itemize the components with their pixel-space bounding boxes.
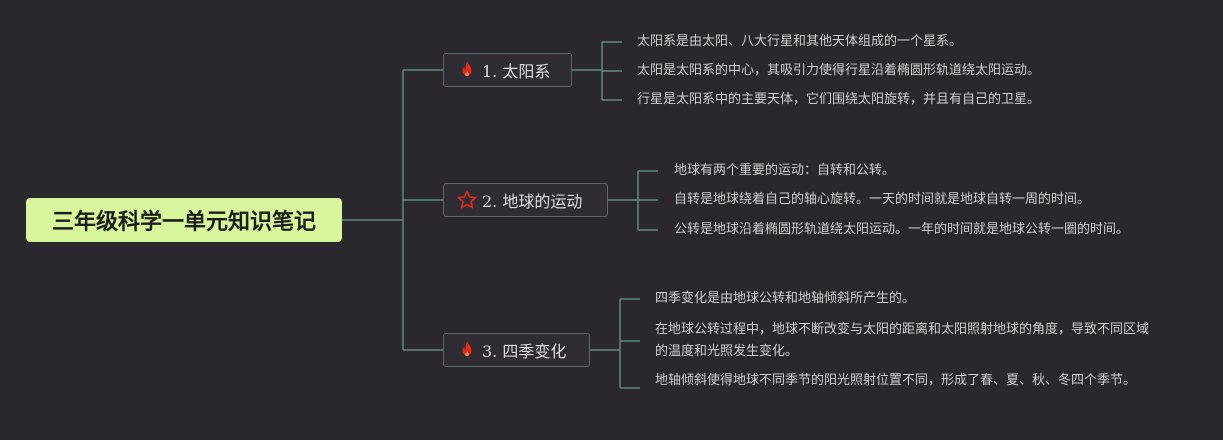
- fire-icon: [456, 339, 478, 361]
- leaf-item: 行星是太阳系中的主要天体，它们围绕太阳旋转，并且有自己的卫星。: [637, 92, 1041, 107]
- leaf-item: 太阳是太阳系的中心，其吸引力使得行星沿着椭圆形轨道绕太阳运动。: [637, 63, 1041, 78]
- root-node[interactable]: 三年级科学一单元知识笔记: [26, 198, 342, 242]
- leaf-item: 公转是地球沿着椭圆形轨道绕太阳运动。一年的时间就是地球公转一圈的时间。: [674, 222, 1130, 237]
- fire-icon: [456, 59, 478, 81]
- leaf-item: 太阳系是由太阳、八大行星和其他天体组成的一个星系。: [637, 34, 963, 49]
- topic-label: 3. 四季变化: [482, 342, 567, 361]
- leaf-item: 在地球公转过程中，地球不断改变与太阳的距离和太阳照射地球的角度，导致不同区域的温…: [655, 322, 1150, 359]
- leaf-item: 四季变化是由地球公转和地轴倾斜所产生的。: [655, 291, 916, 306]
- leaf-item: 地轴倾斜使得地球不同季节的阳光照射位置不同，形成了春、夏、秋、冬四个季节。: [655, 373, 1137, 388]
- topic-seasons[interactable]: 3. 四季变化: [443, 333, 590, 367]
- topic-label: 2. 地球的运动: [482, 192, 583, 211]
- topic-label: 1. 太阳系: [482, 62, 551, 81]
- leaf-item: 自转是地球绕着自己的轴心旋转。一天的时间就是地球自转一周的时间。: [674, 192, 1091, 207]
- leaf-item: 地球有两个重要的运动：自转和公转。: [674, 163, 896, 178]
- root-title: 三年级科学一单元知识笔记: [51, 210, 316, 235]
- topic-solar-system[interactable]: 1. 太阳系: [443, 53, 572, 87]
- topic-earth-motion[interactable]: 2. 地球的运动: [443, 183, 608, 217]
- star-icon: [456, 189, 478, 211]
